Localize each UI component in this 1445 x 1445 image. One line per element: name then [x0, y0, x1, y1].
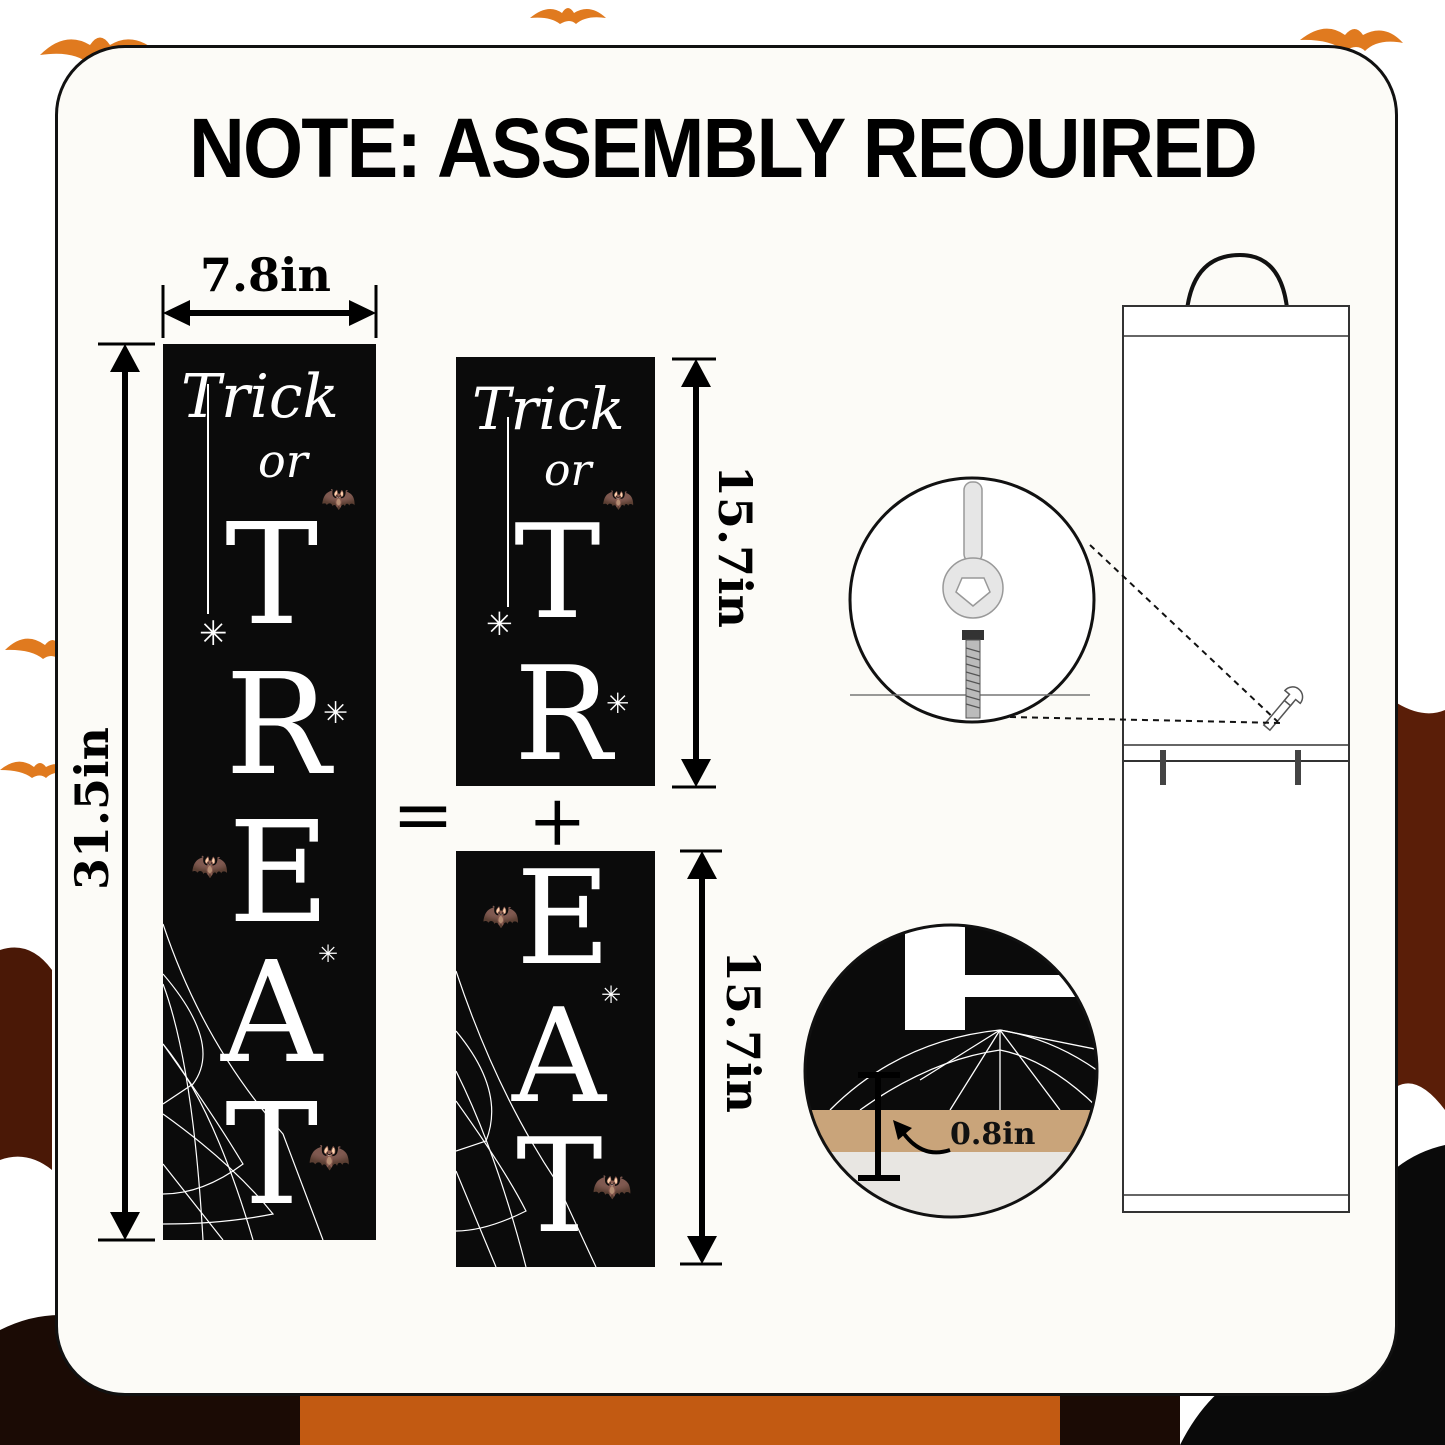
sign-letter-e: E	[228, 792, 331, 955]
full-porch-sign: Trick or ✳ 🦇 ✳ 🦇 ✳ 🦇 T R E A T	[163, 344, 376, 1240]
bat-icon	[0, 761, 72, 778]
plus-symbol: +	[528, 780, 587, 862]
sign-letter-a: A	[221, 932, 323, 1095]
panel-letter-r: R	[514, 638, 612, 786]
spider-web-icon	[163, 384, 324, 1240]
bat-icon	[1300, 28, 1403, 51]
thickness-label: 0.8in	[950, 1117, 1036, 1152]
bat-icon	[530, 8, 606, 24]
width-label: 7.8in	[200, 248, 331, 302]
ground-orange	[300, 1395, 1060, 1445]
spider-icon: ✳	[318, 940, 339, 968]
spider-icon: ✳	[323, 696, 349, 731]
thickness-detail	[805, 925, 1097, 1217]
top-panel: Trick or 🦇 ✳ ✳ T R	[456, 357, 655, 786]
spider-icon: ✳	[486, 605, 513, 643]
script-or: or	[544, 445, 592, 496]
equals-symbol: =	[392, 772, 455, 858]
spider-icon: ✳	[606, 687, 630, 720]
bat-icon: 🦇	[321, 482, 356, 515]
bat-icon: 🦇	[308, 1137, 351, 1177]
bottom-panel: 🦇 ✳ 🦇 E A T	[456, 851, 655, 1267]
spider-icon: ✳	[601, 981, 622, 1009]
script-or: or	[258, 434, 308, 488]
bat-icon: 🦇	[602, 485, 635, 515]
sign-letter-t2: T	[225, 1074, 319, 1237]
bolt-zoom-icon	[962, 630, 984, 719]
bat-icon: 🦇	[191, 849, 229, 884]
panel-letter-a: A	[512, 980, 606, 1132]
bat-icon: 🦇	[592, 1167, 632, 1205]
bat-icon: 🦇	[482, 899, 520, 934]
sign-letter-r: R	[225, 644, 331, 807]
script-trick: Trick	[472, 375, 625, 443]
panel-letter-t: T	[514, 496, 601, 648]
spider-thread	[507, 417, 509, 607]
tree-silhouette-left	[0, 947, 52, 1170]
panel-letter-t: T	[516, 1110, 603, 1262]
page-title: NOTE: ASSEMBLY REOUIRED	[188, 101, 1258, 195]
tree-silhouette-right	[1392, 700, 1445, 1110]
sign-letter-t1: T	[225, 494, 319, 657]
spider-icon: ✳	[199, 614, 228, 654]
script-trick: Trick	[181, 362, 339, 432]
wrench-zoom-icon	[942, 481, 1004, 619]
wrench-icon	[1262, 686, 1304, 732]
thickness-indicator	[858, 1072, 951, 1181]
panel-letter-e: E	[516, 851, 611, 994]
spider-web-icon	[456, 970, 597, 1267]
